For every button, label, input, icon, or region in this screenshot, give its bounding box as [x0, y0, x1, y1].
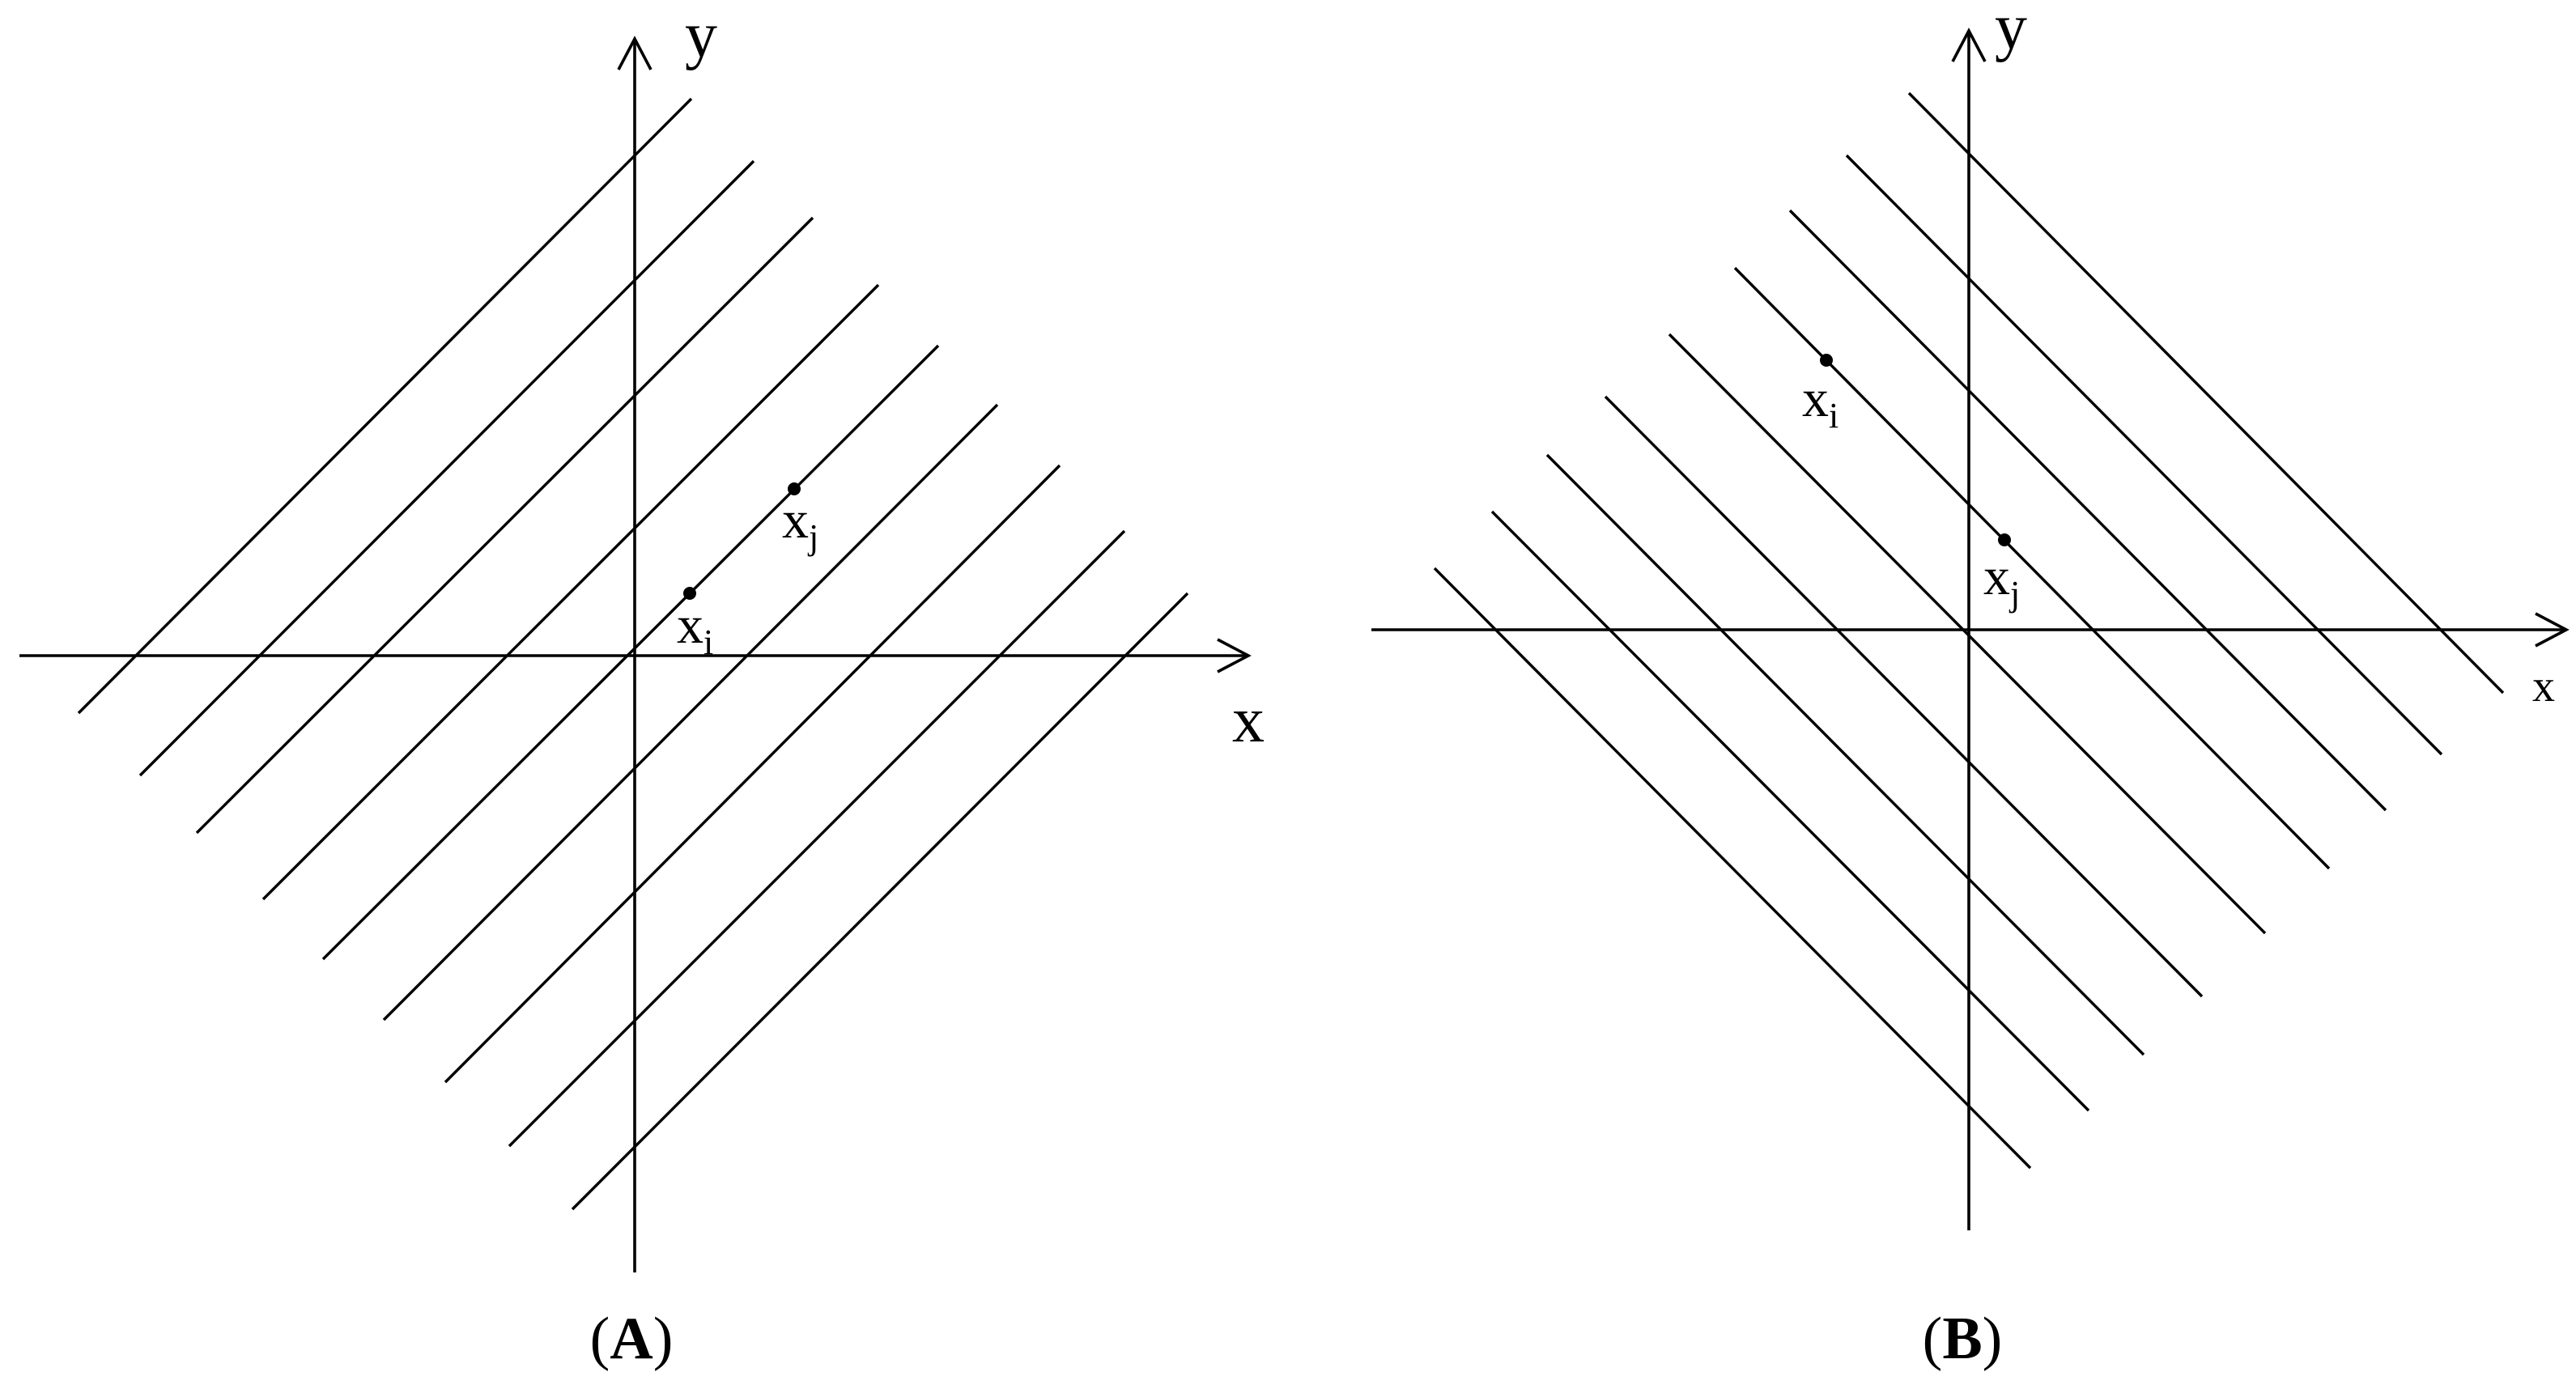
- panel-a-label: (A): [590, 1306, 674, 1372]
- panel-a-x-arrowhead: [1217, 638, 1252, 673]
- panel-b-label: (B): [1923, 1306, 2003, 1372]
- panel-a-point-i: [683, 587, 696, 600]
- panel-b-line-1: [1433, 567, 2032, 1170]
- panel-a-y-axis-label: y: [685, 0, 717, 71]
- panel-b-x-axis-label: x: [2532, 661, 2555, 711]
- panel-b-line-family: [1433, 91, 2505, 1170]
- panel-a-line-7: [444, 464, 1061, 1084]
- panel-b-line-5: [1668, 333, 2267, 935]
- panel-b: x y xi xj (B): [1371, 0, 2570, 1372]
- panel-a-line-8: [508, 529, 1126, 1148]
- panel-a-line-6: [382, 403, 999, 1022]
- panel-a-line-4: [261, 283, 880, 901]
- panel-b-point-j: [1998, 533, 2011, 546]
- panel-b-point-j-label: xj: [1983, 547, 2020, 614]
- panel-a-line-3: [195, 216, 814, 835]
- panel-a-line-1: [77, 97, 693, 715]
- panel-b-line-8: [1845, 154, 2443, 756]
- panel-a-line-9: [571, 592, 1189, 1211]
- panel-b-y-arrowhead: [1951, 28, 1987, 62]
- panel-a-x-axis-label: x: [1232, 685, 1265, 756]
- panel-a-y-axis: [617, 36, 653, 1272]
- panel-b-y-axis-label: y: [1995, 0, 2027, 63]
- panel-b-point-i: [1820, 354, 1833, 367]
- panel-a-line-family: [77, 97, 1189, 1211]
- panel-b-line-4: [1604, 395, 2204, 998]
- panel-b-line-7: [1788, 209, 2387, 812]
- panel-a-point-j-label: xj: [782, 491, 818, 557]
- panel-b-line-3: [1545, 453, 2145, 1056]
- panel-a-y-arrowhead: [617, 36, 653, 70]
- panel-b-point-i-label: xi: [1802, 369, 1838, 435]
- panel-b-line-9: [1907, 91, 2505, 694]
- panel-a-point-j: [788, 482, 801, 495]
- panel-b-x-arrowhead: [2535, 612, 2570, 648]
- panel-a-line-5: [321, 344, 940, 961]
- panel-b-line-6: [1733, 266, 2331, 870]
- panel-a-point-i-label: xi: [677, 596, 713, 662]
- panel-b-line-2: [1490, 510, 2090, 1112]
- panel-b-y-axis: [1951, 28, 1987, 1230]
- panel-a-line-2: [138, 159, 755, 777]
- panel-a: x y xi xj (A): [19, 0, 1265, 1372]
